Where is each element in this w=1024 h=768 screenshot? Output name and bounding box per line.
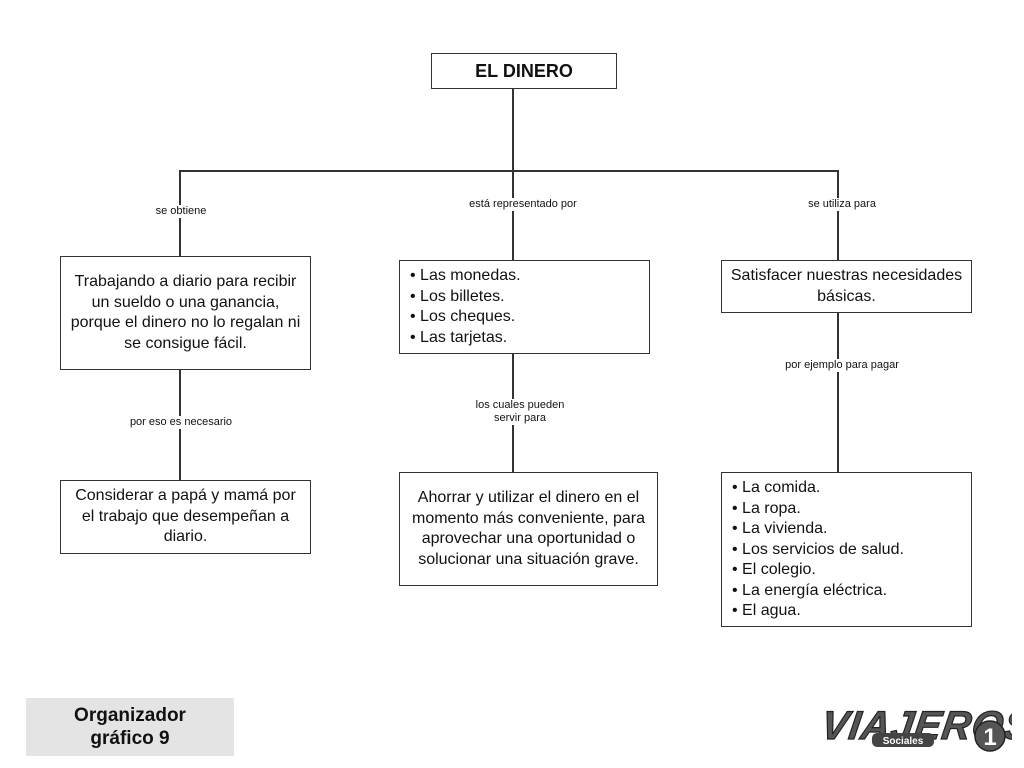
- node-ahorrar: Ahorrar y utilizar el dinero en el momen…: [399, 472, 658, 586]
- node-formas-dinero: Las monedas. Los billetes. Los cheques. …: [399, 260, 650, 354]
- connector-right-drop: [837, 170, 839, 261]
- list-item: La ropa.: [732, 499, 971, 520]
- list-item: Las monedas.: [410, 266, 649, 287]
- viajeros-logo: VIAJEROS Sociales 1: [822, 703, 1012, 752]
- label-los-cuales-pueden-servir-para: los cuales pueden servir para: [463, 399, 577, 425]
- logo-badge: [872, 733, 934, 747]
- label-por-eso-es-necesario: por eso es necesario: [126, 416, 236, 429]
- footer-label: Organizador gráfico 9: [26, 698, 234, 756]
- list-item: Los billetes.: [410, 287, 649, 308]
- logo-number: 1: [983, 724, 996, 751]
- footer-label-text: Organizador gráfico 9: [74, 705, 186, 749]
- list-item: La energía eléctrica.: [732, 581, 971, 602]
- list-item: Las tarjetas.: [410, 328, 649, 349]
- list-item: El agua.: [732, 601, 971, 622]
- list-item: El colegio.: [732, 560, 971, 581]
- label-esta-representado-por: está representado por: [466, 198, 580, 211]
- connector-center-drop: [512, 170, 514, 261]
- node-satisfacer-necesidades: Satisfacer nuestras necesidades básicas.: [721, 260, 972, 313]
- list-item: Los servicios de salud.: [732, 540, 971, 561]
- label-se-obtiene: se obtiene: [152, 205, 210, 218]
- list-item: La comida.: [732, 478, 971, 499]
- list-item: La vivienda.: [732, 519, 971, 540]
- title-box: EL DINERO: [431, 53, 617, 89]
- node-trabajando: Trabajando a diario para recibir un suel…: [60, 256, 311, 370]
- node-considerar: Considerar a papá y mamá por el trabajo …: [60, 480, 311, 554]
- connector-horizontal: [179, 170, 838, 172]
- label-se-utiliza-para: se utiliza para: [805, 198, 879, 211]
- list-item: Los cheques.: [410, 307, 649, 328]
- logo-brand: VIAJEROS: [822, 703, 1012, 748]
- logo-number-circle: [974, 720, 1006, 752]
- label-por-ejemplo-para-pagar: por ejemplo para pagar: [782, 359, 902, 372]
- connector-right-mid: [837, 313, 839, 473]
- node-gastos-basicos: La comida. La ropa. La vivienda. Los ser…: [721, 472, 972, 627]
- connector-title-down: [512, 88, 514, 171]
- logo-subtitle: Sociales: [883, 736, 924, 747]
